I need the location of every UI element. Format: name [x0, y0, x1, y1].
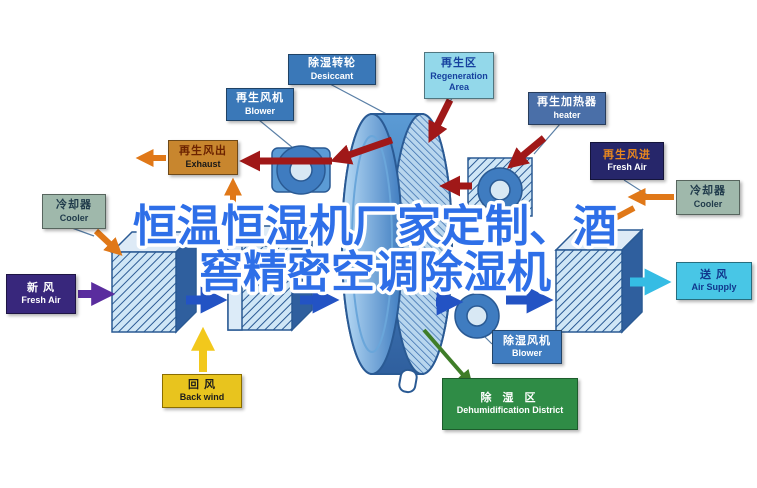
- label-back-wind-zh: 回 风: [187, 378, 217, 391]
- airhandler-box-mid: [226, 224, 314, 332]
- regen-inlet-fan: [467, 157, 533, 217]
- label-air-supply: 送 风 Air Supply: [676, 262, 752, 300]
- label-regen-blower-en: Blower: [244, 105, 275, 116]
- arrow-regen-fresh-in: [591, 205, 636, 231]
- label-fresh-air-zh: 新 风: [26, 281, 56, 294]
- airhandler-box-right: [554, 228, 644, 334]
- label-cooler-left-en: Cooler: [59, 212, 89, 223]
- label-dehumid-blower: 除湿风机 Blower: [492, 330, 562, 364]
- arrow-wheel-to-blower: [330, 136, 394, 165]
- regen-blower-fan: [271, 145, 331, 195]
- label-back-wind: 回 风 Back wind: [162, 374, 242, 408]
- wheel-seal-tab: [398, 368, 418, 394]
- process-blower-fan: [454, 293, 500, 339]
- label-regen-heater: 再生加热器 heater: [528, 92, 606, 125]
- label-cooler-left: 冷却器 Cooler: [42, 194, 106, 229]
- label-regen-heater-zh: 再生加热器: [537, 96, 597, 108]
- label-exhaust-zh: 再生风出: [179, 145, 227, 157]
- label-regen-heater-en: heater: [553, 109, 581, 120]
- label-regen-blower: 再生风机 Blower: [226, 88, 294, 121]
- label-exhaust: 再生风出 Exhaust: [168, 140, 238, 175]
- label-cooler-right: 冷却器 Cooler: [676, 180, 740, 215]
- label-fresh-air-en: Fresh Air: [21, 295, 61, 306]
- label-cooler-right-zh: 冷却器: [690, 185, 726, 197]
- label-dehumid-district-zh: 除 湿 区: [480, 391, 540, 404]
- label-dehumid-blower-zh: 除湿风机: [503, 334, 551, 347]
- arrow-into-regen-area: [428, 98, 454, 144]
- label-exhaust-en: Exhaust: [185, 158, 221, 169]
- label-regen-fresh-air: 再生风进 Fresh Air: [590, 142, 664, 180]
- label-regeneration-area-zh: 再生区: [441, 57, 477, 70]
- label-regeneration-area-en: Regeneration Area: [430, 71, 488, 93]
- label-air-supply-zh: 送 风: [699, 268, 729, 281]
- label-desiccant: 除湿转轮 Desiccant: [288, 54, 376, 85]
- label-regeneration-area: 再生区 Regeneration Area: [424, 52, 494, 99]
- label-air-supply-en: Air Supply: [691, 282, 737, 293]
- label-fresh-air: 新 风 Fresh Air: [6, 274, 76, 314]
- label-back-wind-en: Back wind: [179, 392, 225, 403]
- label-regen-fresh-air-zh: 再生风进: [603, 148, 651, 161]
- label-desiccant-en: Desiccant: [310, 70, 354, 81]
- label-desiccant-zh: 除湿转轮: [308, 57, 356, 69]
- label-regen-blower-zh: 再生风机: [236, 92, 284, 104]
- airhandler-box-left: [110, 230, 198, 334]
- label-dehumid-district-en: Dehumidification District: [456, 405, 564, 416]
- label-cooler-right-en: Cooler: [693, 198, 723, 209]
- label-regen-fresh-air-en: Fresh Air: [607, 162, 647, 173]
- arrow-cooler-left: [93, 228, 123, 256]
- desiccant-wheel: [341, 113, 453, 394]
- arrow-dehumid-district: [422, 328, 473, 387]
- label-cooler-left-zh: 冷却器: [56, 199, 92, 211]
- flow-arrows: [78, 98, 674, 387]
- label-dehumid-blower-en: Blower: [511, 348, 542, 359]
- label-dehumid-district: 除 湿 区 Dehumidification District: [442, 378, 578, 430]
- arrow-heater-to-fan: [507, 135, 547, 169]
